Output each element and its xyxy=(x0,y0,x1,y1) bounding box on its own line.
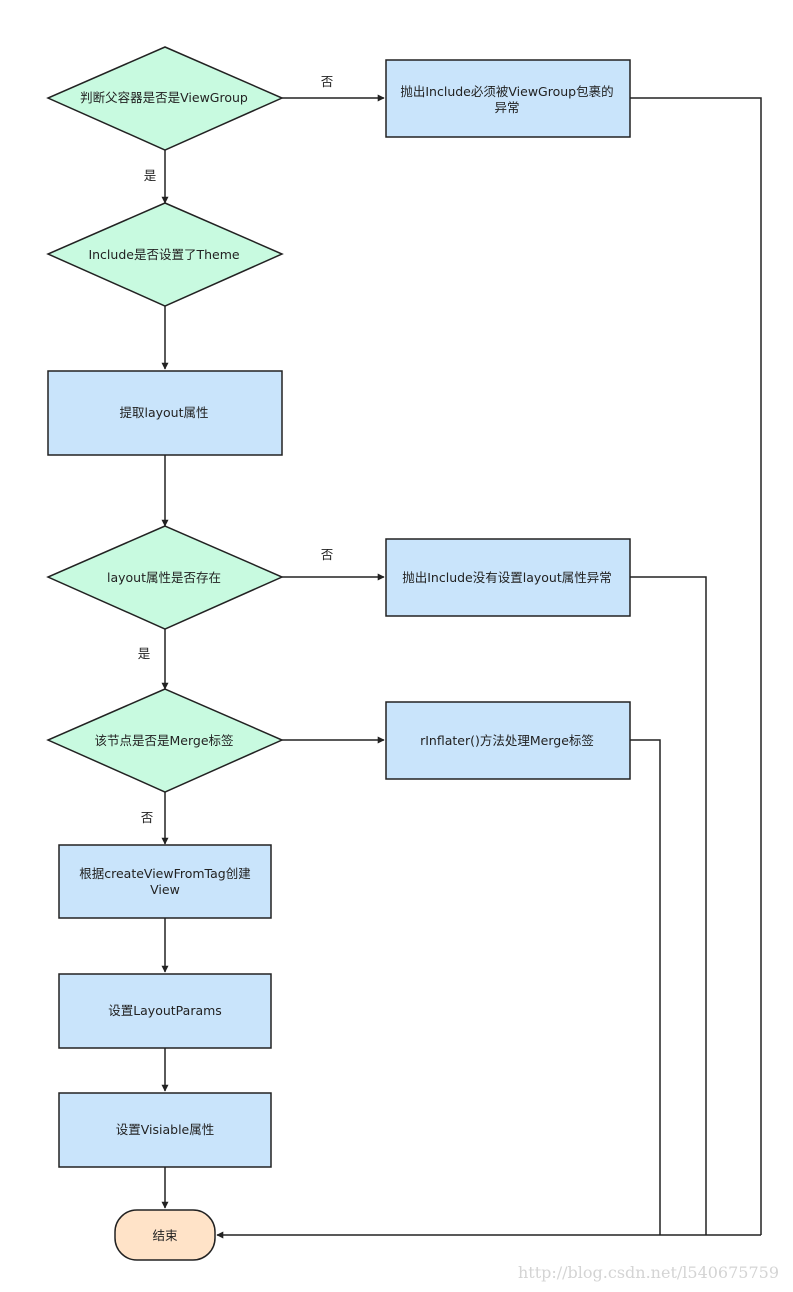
process-label: 设置LayoutParams xyxy=(108,1003,222,1018)
decision-shape xyxy=(46,525,284,630)
decision-label: layout属性是否存在 xyxy=(107,570,221,585)
process-shape xyxy=(58,844,272,919)
process-throw-layout-exception: 抛出Include没有设置layout属性异常 xyxy=(385,538,631,617)
decision-is-merge-tag: 该节点是否是Merge标签 xyxy=(46,688,284,793)
decision-shape xyxy=(46,46,284,151)
process-shape xyxy=(58,973,272,1049)
decision-layout-exists: layout属性是否存在 xyxy=(46,525,284,630)
process-label-line1: 抛出Include必须被ViewGroup包裹的 xyxy=(400,84,613,99)
connectors xyxy=(161,94,762,1239)
process-set-layoutparams: 设置LayoutParams xyxy=(58,973,272,1049)
edge-label-d3-yes: 是 xyxy=(138,646,151,661)
edge-label-d3-no: 否 xyxy=(321,547,334,562)
terminal-shape xyxy=(114,1209,216,1261)
process-label-line2: View xyxy=(150,882,180,897)
process-shape xyxy=(385,538,631,617)
process-label: 抛出Include没有设置layout属性异常 xyxy=(402,570,612,585)
process-create-view: 根据createViewFromTag创建 View xyxy=(58,844,272,919)
process-label-line1: 根据createViewFromTag创建 xyxy=(79,866,251,881)
decision-include-theme: Include是否设置了Theme xyxy=(46,202,284,307)
decision-label: 判断父容器是否是ViewGroup xyxy=(80,90,248,105)
edge-label-d1-yes: 是 xyxy=(144,168,157,183)
line-err1-to-end xyxy=(630,97,762,1235)
process-set-visibility: 设置Visiable属性 xyxy=(58,1092,272,1168)
terminal-label: 结束 xyxy=(152,1228,178,1243)
decision-label: Include是否设置了Theme xyxy=(88,247,239,262)
decision-label: 该节点是否是Merge标签 xyxy=(94,733,234,748)
edge-label-d4-no: 否 xyxy=(141,810,154,825)
watermark-text: http://blog.csdn.net/l540675759 xyxy=(518,1263,779,1282)
line-merge-to-end xyxy=(630,739,661,1235)
process-extract-layout: 提取layout属性 xyxy=(47,370,283,456)
decision-is-parent-viewgroup: 判断父容器是否是ViewGroup xyxy=(46,46,284,151)
decision-shape xyxy=(46,688,284,793)
decision-shape xyxy=(46,202,284,307)
process-throw-viewgroup-exception: 抛出Include必须被ViewGroup包裹的 异常 xyxy=(385,59,631,138)
process-shape xyxy=(385,701,631,780)
edge-label-d1-no: 否 xyxy=(321,74,334,89)
process-label: 设置Visiable属性 xyxy=(116,1122,215,1137)
process-shape xyxy=(47,370,283,456)
process-label: 提取layout属性 xyxy=(119,405,208,420)
process-shape xyxy=(58,1092,272,1168)
process-label-line2: 异常 xyxy=(494,100,519,115)
process-rinflater-merge: rInflater()方法处理Merge标签 xyxy=(385,701,631,780)
terminal-end: 结束 xyxy=(114,1209,216,1261)
process-shape xyxy=(385,59,631,138)
process-label: rInflater()方法处理Merge标签 xyxy=(420,733,594,748)
line-err2-to-end xyxy=(630,576,707,1235)
